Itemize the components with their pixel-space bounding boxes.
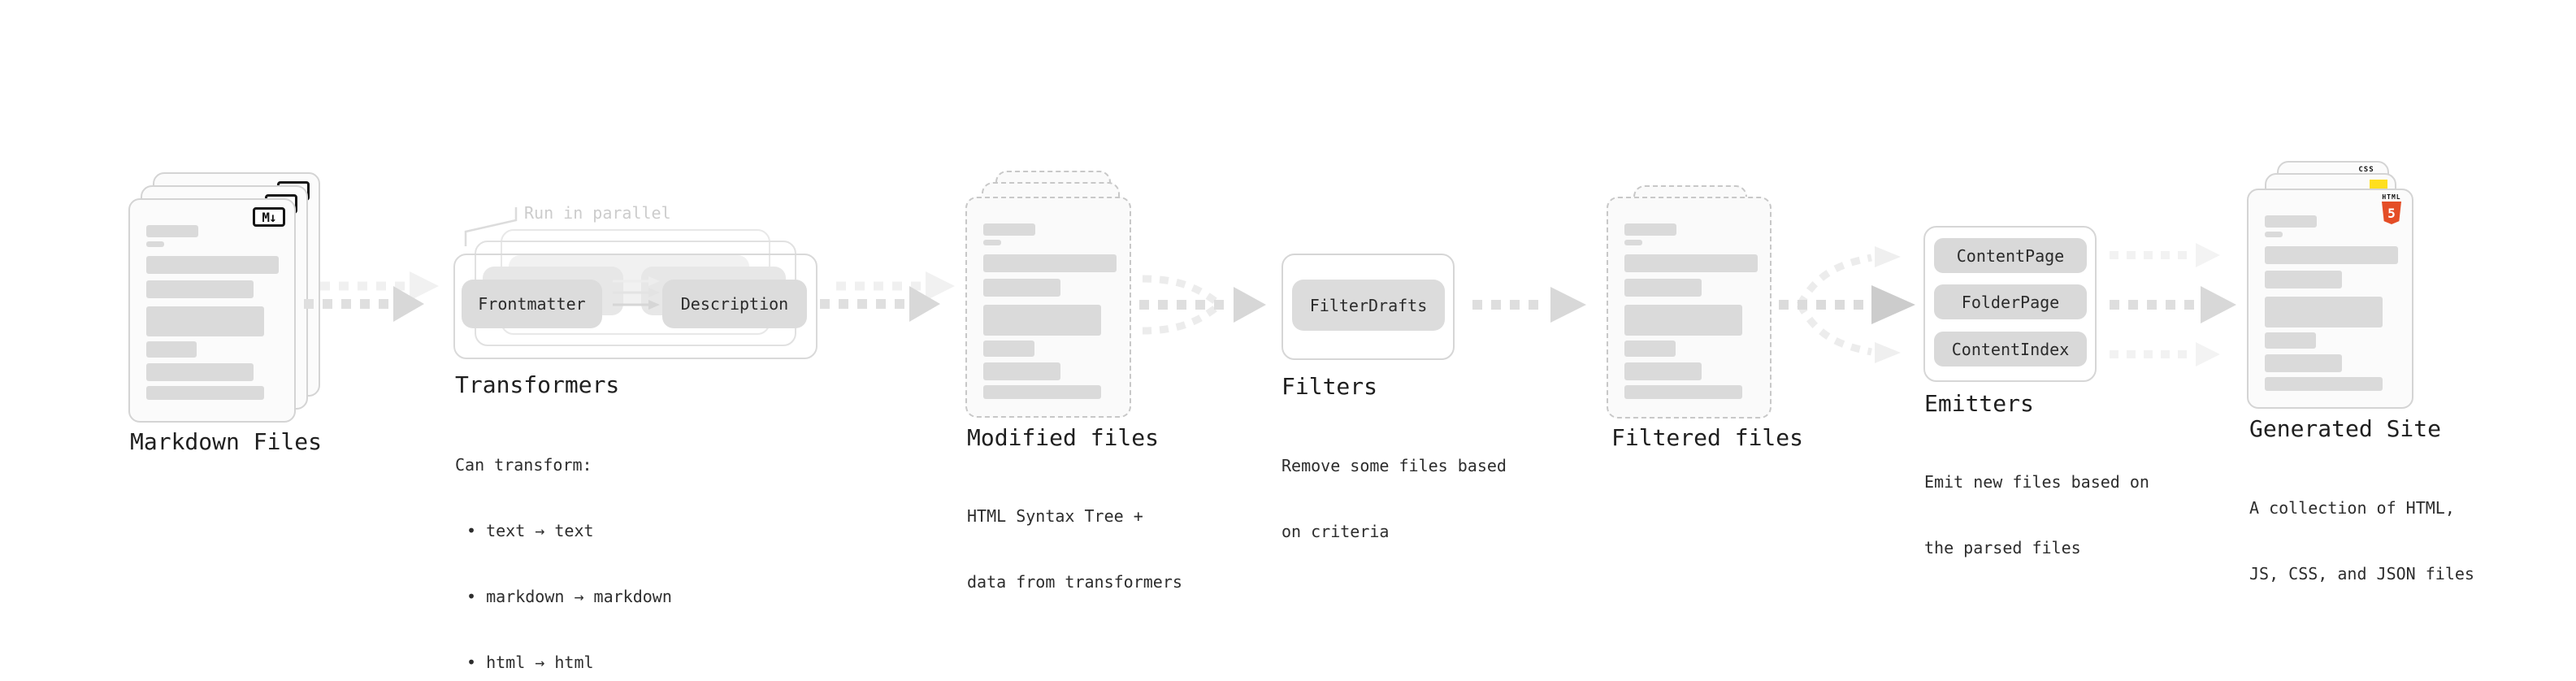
modified-files-description: HTML Syntax Tree + data from transformer… [967,506,1182,592]
text-line-bar [2265,354,2342,372]
markdown-icon-glyph: M↓ [262,209,276,225]
arrow-transformers-to-modified [820,271,955,322]
generated-site-description: A collection of HTML, JS, CSS, and JSON … [2249,498,2474,583]
document-text-placeholder [983,223,1117,399]
stage-label-emitters: Emitters [1924,390,2034,417]
text-line-bar [146,241,164,247]
content-page-label: ContentPage [1956,245,2065,266]
filtered-file-card-front [1607,197,1772,419]
can-transform-line: Can transform: [455,455,592,475]
text-line-bar [1624,305,1742,336]
text-line-bar [1624,254,1758,272]
modified-file-card-front [965,197,1131,418]
transformer-internal-arrows [613,276,660,310]
transformer-description-pill: Description [662,280,807,328]
run-in-parallel-leader-line [464,207,518,246]
text-line-bar [983,254,1117,272]
text-line-bar [983,240,1001,245]
text-line-bar [983,305,1101,336]
text-line-bar [2265,232,2283,237]
text-line-bar [2265,246,2398,264]
markdown-file-card-front: M↓ [128,198,296,423]
transformer-run-box-front [453,254,817,359]
html5-icon: HTML 5 [2381,193,2402,224]
arrow-filters-to-filtered [1472,287,1586,323]
text-line-bar [146,341,197,358]
arrow-filtered-to-emitters-split [1779,246,1915,363]
text-line-bar [2265,215,2317,228]
transformers-description: Can transform: • text → text • markdown … [455,410,672,681]
site-file-card-html: HTML 5 [2247,189,2413,409]
text-line-bar [983,279,1060,297]
stage-label-filters: Filters [1281,373,1378,400]
emitters-description: Emit new files based on the parsed files [1924,472,2149,557]
text-line-bar [983,223,1035,236]
content-index-pill: ContentIndex [1934,332,2087,367]
text-line-bar [146,363,254,381]
arrow-emitters-to-site [2110,243,2236,367]
text-line-bar [146,256,279,274]
text-line-bar [146,306,264,336]
text-line-bar [2265,377,2383,391]
text-line-bar [1624,362,1702,380]
folder-page-pill: FolderPage [1934,284,2087,319]
stage-label-transformers: Transformers [455,371,620,398]
text-line-bar [983,385,1101,399]
html5-icon-shield: 5 [2382,202,2401,224]
document-text-placeholder [146,225,279,400]
text-line-bar [2265,332,2316,349]
markdown-icon: M↓ [253,207,285,227]
content-index-label: ContentIndex [1951,339,2070,359]
text-line-bar [983,340,1034,357]
document-text-placeholder [1624,223,1758,399]
stage-label-modified-files: Modified files [967,424,1160,451]
text-line-bar [983,362,1060,380]
text-line-bar [1624,240,1642,245]
text-line-bar [1624,340,1676,357]
frontmatter-label: Frontmatter [478,294,586,314]
text-line-bar [1624,385,1742,399]
document-text-placeholder [2265,215,2398,391]
text-line-bar [146,280,254,298]
text-line-bar [146,225,198,237]
text-line-bar [2265,297,2383,327]
transform-bullet-markdown: • markdown → markdown [466,587,672,606]
stage-label-markdown-files: Markdown Files [130,428,323,455]
folder-page-label: FolderPage [1961,292,2060,312]
text-line-bar [1624,279,1702,297]
transformer-frontmatter-pill: Frontmatter [462,280,602,328]
arrow-modified-to-filters-merge [1139,275,1266,335]
description-label: Description [680,294,789,314]
filter-drafts-label: FilterDrafts [1309,295,1428,315]
stage-label-generated-site: Generated Site [2249,415,2442,442]
css-icon-label: CSS [2358,166,2374,174]
filter-drafts-pill: FilterDrafts [1292,280,1445,331]
content-page-pill: ContentPage [1934,238,2087,273]
transform-bullet-text: • text → text [466,521,594,540]
text-line-bar [2265,271,2342,288]
arrow-markdown-to-transformers [304,271,439,322]
filters-description: Remove some files based on criteria [1281,456,1507,541]
text-line-bar [1624,223,1676,236]
text-line-bar [146,386,264,400]
stage-label-filtered-files: Filtered files [1611,424,1804,451]
transform-bullet-html: • html → html [466,653,594,672]
run-in-parallel-note: Run in parallel [524,203,671,223]
html5-icon-word: HTML [2382,193,2401,201]
